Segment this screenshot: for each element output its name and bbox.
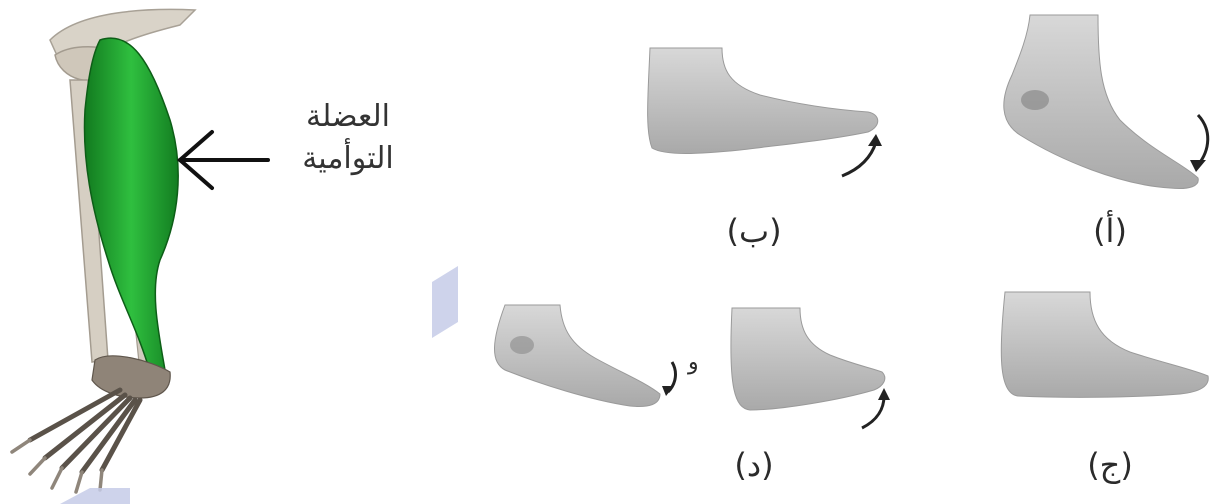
panel-label-c: (ج) [1050,446,1170,484]
foot-b [648,48,878,154]
curved-arrow-head [662,386,674,396]
foot-bones [30,390,140,472]
panel-label-b: (ب) [694,212,814,250]
curved-arrow-head [878,388,890,400]
decorative-square [60,488,130,504]
muscle-label: العضلة التوأمية [268,96,428,180]
and-label: و [688,350,699,375]
panel-label-d: (د) [694,446,814,484]
curved-arrow-head [868,134,882,146]
foot-d-left [494,305,660,407]
curved-arrow-icon [1198,115,1208,165]
foot-a [1004,15,1198,189]
leg-anatomy [12,9,195,492]
curved-arrow-head [1190,160,1206,172]
foot-d-right [731,308,885,410]
muscle-label-line1: العضلة [268,96,428,138]
muscle-label-line2: التوأمية [268,138,428,180]
decorative-square [432,266,458,338]
curved-arrow-icon [842,142,876,176]
panel-label-a: (أ) [1050,212,1170,250]
arrow-left-icon [180,132,268,188]
foot-c [1001,292,1208,397]
curved-arrow-icon [862,396,884,428]
